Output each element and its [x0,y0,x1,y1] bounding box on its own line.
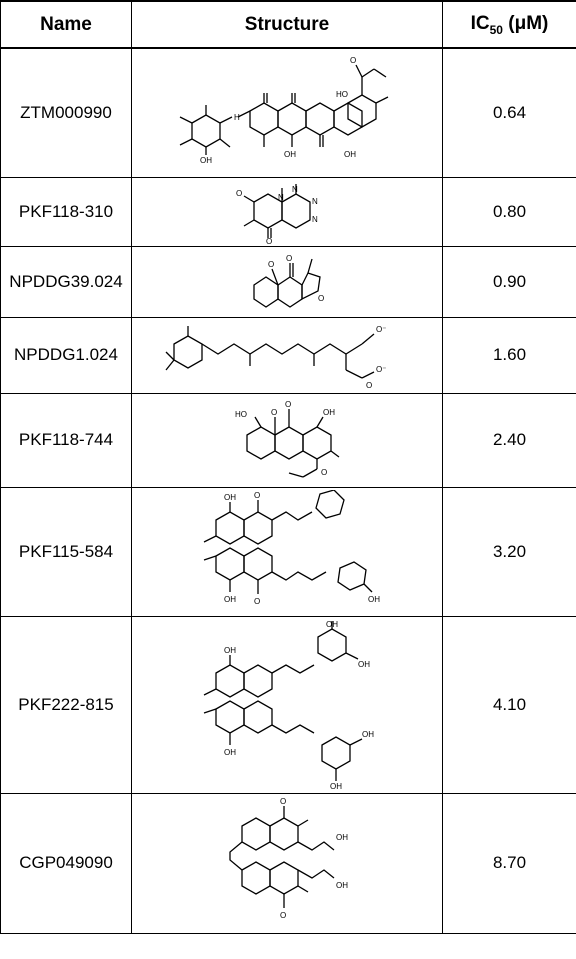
label-oh: OH [326,620,338,629]
table-row: NPDDG1.024 O⁻ O⁻ O 1.60 [0,316,576,394]
ic50-unit: (μM) [502,12,549,34]
compound-name: PKF115-584 [0,486,132,617]
ic50-value: 0.64 [442,47,576,178]
terpenoid-dicarboxylate-structure-icon: O⁻ O⁻ O [165,325,386,390]
compound-name: PKF118-744 [0,392,132,488]
ic50-value: 1.60 [442,316,576,394]
compound-name: CGP049090 [0,792,132,934]
label-n: N [292,185,298,194]
structure-cell: O O O [131,245,443,318]
label-oh: OH [362,730,374,739]
label-o: O [321,468,327,477]
table-row: PKF115-584 OH OH OH [0,486,576,617]
structure-cell: O⁻ O⁻ O [131,316,443,394]
pyrimidotriazine-structure-icon: N N N N O O [236,183,318,244]
polyketide-glycoside-structure-icon: OH H OH OH HO [179,56,389,165]
label-o: O [254,491,260,500]
name-column-header: Name [0,0,132,49]
label-oh: OH [224,595,236,604]
table-row: PKF118-744 HO OH O O O 2.40 [0,392,576,488]
header-row: Name Structure IC50 (μM) [0,0,576,49]
perylenequinone-ester-structure-icon: OH OH OH O O [203,489,380,606]
ic50-value: 4.10 [442,615,576,794]
label-o: O [286,254,292,263]
label-oh: OH [224,646,236,655]
label-o-minus: O⁻ [376,325,386,334]
label-oh: OH [368,595,380,604]
label-oh: OH [336,881,348,890]
label-o: O [271,408,277,417]
ic50-value: 8.70 [442,792,576,934]
label-o: O [366,381,372,390]
label-oh: OH [224,493,236,502]
label-o: O [280,911,286,920]
label-oh: OH [323,408,335,417]
ic50-label: IC [470,12,490,34]
structure-cell: O O OH OH [131,792,443,934]
compound-name: PKF222-815 [0,615,132,794]
label-oh: OH [224,748,236,757]
structure-cell: OH OH OH OH OH OH [131,615,443,794]
structure-cell: N N N N O O [131,176,443,247]
compound-name: PKF118-310 [0,176,132,247]
label-o: O [254,597,260,606]
perylenequinone-resorcylate-structure-icon: OH OH OH OH OH OH [203,620,374,791]
label-o: O [318,294,324,303]
label-ho: HO [235,410,247,419]
table-row: CGP049090 O O OH OH 8.7 [0,792,576,934]
label-o: O [350,56,356,65]
compound-table: Name Structure IC50 (μM) ZTM000990 OH H [0,0,576,934]
structure-cell: HO OH O O O [131,392,443,488]
label-oh: OH [336,833,348,842]
ic50-column-header: IC50 (μM) [442,0,576,49]
ic50-value: 3.20 [442,486,576,617]
label-n: N [312,215,318,224]
table-row: NPDDG39.024 O O O 0.90 [0,245,576,318]
compound-name: NPDDG1.024 [0,316,132,394]
label-oh: OH [200,156,212,165]
label-n: N [312,197,318,206]
ic50-value: 0.80 [442,176,576,247]
label-o: O [236,189,242,198]
label-o: O [268,260,274,269]
compound-name: NPDDG39.024 [0,245,132,318]
label-oh: OH [358,660,370,669]
structure-cell: OH H OH OH HO [131,47,443,178]
phenanthrenequinone-structure-icon: HO OH O O O [235,400,340,478]
ic50-value: 2.40 [442,392,576,488]
label-oh: OH [284,150,296,159]
perylenequinone-dioxole-structure-icon: O O OH OH [229,797,348,920]
label-nh: H [234,113,240,122]
structure-column-header: Structure [131,0,443,49]
label-n: N [278,193,284,202]
ic50-value: 0.90 [442,245,576,318]
table-row: ZTM000990 OH H [0,47,576,178]
ic50-subscript: 50 [489,22,503,37]
label-ho: HO [336,90,348,99]
label-o: O [280,797,286,806]
label-o-minus: O⁻ [376,365,386,374]
compound-name: ZTM000990 [0,47,132,178]
naphthofuranquinone-structure-icon: O O O [253,254,324,308]
table-row: PKF222-815 OH OH OH [0,615,576,794]
structure-cell: OH OH OH O O [131,486,443,617]
table-row: PKF118-310 N N N N O O 0.80 [0,176,576,247]
label-o: O [285,400,291,409]
label-oh: OH [330,782,342,791]
label-o: O [266,237,272,244]
label-oh: OH [344,150,356,159]
